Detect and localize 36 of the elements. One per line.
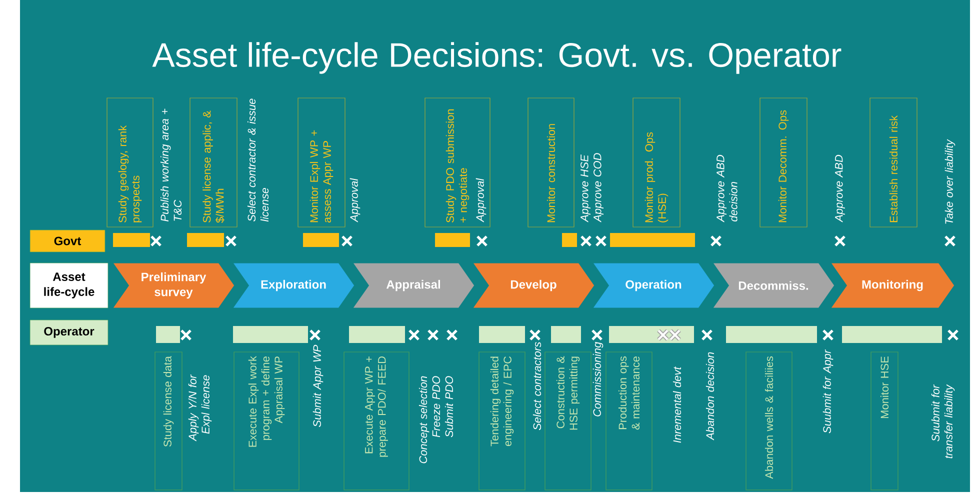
task-box: Study license applic, & $/MWh	[190, 98, 238, 228]
task-box: Execute Appr WP + prepare PDO/ FEED	[344, 352, 410, 490]
row-header: Govt	[30, 230, 106, 252]
decision-label: Take over liability	[944, 139, 956, 224]
phase-label: Monitoring	[828, 262, 956, 310]
task-box: Monitor construction	[528, 98, 574, 228]
decision-label: Concept selection Freeze PDO Submit PDO	[418, 376, 454, 464]
decision-label: Suubmit for Appr	[822, 349, 834, 434]
task-box: Abandon wells & faciliies	[746, 352, 792, 490]
task-box: Tendering detailed engineering / EPC	[478, 352, 526, 490]
decision-label: Select contractor & issue license	[247, 98, 269, 222]
task-box: Execute Expl work program + define Appraisal WP	[234, 352, 300, 490]
decision-label: Approve ABD	[835, 154, 845, 222]
task-box: Study license data	[154, 352, 182, 490]
decision-label: Select contractors	[532, 342, 542, 430]
title: Asset life-cycle Decisions: Govt. vs. Operator	[152, 42, 842, 74]
decision-label: Submit Appr WP	[312, 344, 324, 427]
decision-label: Approve ABD decision	[716, 154, 738, 222]
row-header: Operator	[30, 320, 108, 346]
decision-label: Suubmit for transfer liability	[931, 384, 955, 458]
row-header: Asset life-cycle	[30, 262, 108, 308]
task-box: Monitor HSE	[870, 352, 898, 490]
decision-label: Approve HSE Approve COD	[580, 153, 604, 222]
decision-label: Commissioning	[592, 342, 604, 416]
decision-label: Inremental devt	[672, 366, 682, 443]
task-box: Establish residual risk	[870, 98, 918, 228]
task-box: Monitor Expl WP + assess Appr WP	[298, 98, 346, 228]
task-box: Study geology, rank prospects	[106, 98, 154, 228]
decision-label: Approval	[476, 178, 486, 222]
task-box: Production ops & maintenance	[606, 352, 652, 490]
task-box: Monitor Decomm. Ops	[760, 98, 808, 228]
decision-label: Abandon decision	[706, 352, 714, 440]
task-box: Monitor prod. Ops (HSE)	[632, 98, 680, 228]
decision-label: Apply Y/N for Expl license	[188, 374, 212, 442]
decision-label: Publish working area + T&C	[160, 108, 182, 222]
task-box: Construction & HSE permitting	[544, 352, 592, 490]
